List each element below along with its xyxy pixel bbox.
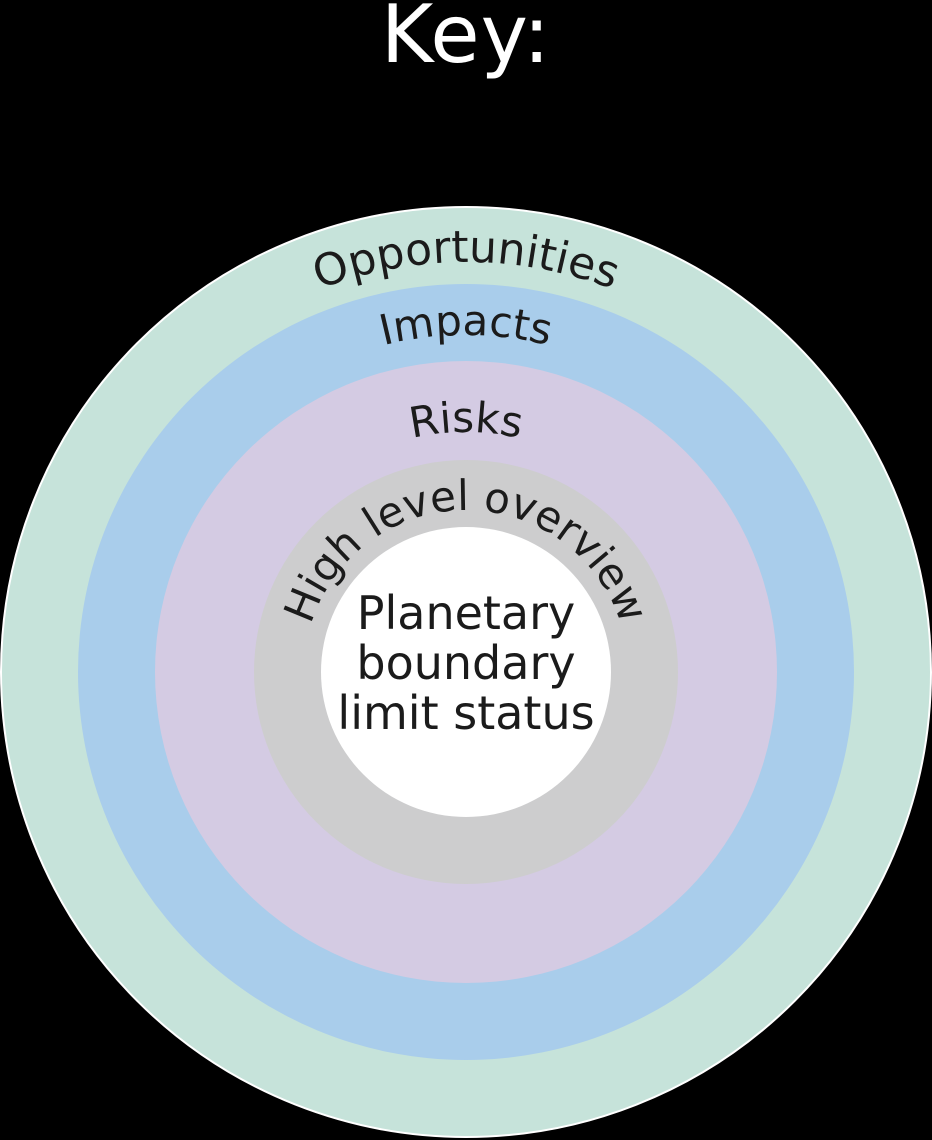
label-risks: Risks: [405, 393, 527, 448]
label-planetary-boundary-limit-status: Planetary boundary limit status: [0, 588, 932, 738]
center-label-line-3: limit status: [337, 686, 595, 740]
center-label-line-1: Planetary: [356, 586, 576, 640]
label-risks-text: Risks: [405, 393, 527, 448]
center-label-line-2: boundary: [356, 636, 576, 690]
diagram-title: Key:: [380, 0, 552, 81]
ring-center-planetary-boundary: [321, 527, 611, 817]
